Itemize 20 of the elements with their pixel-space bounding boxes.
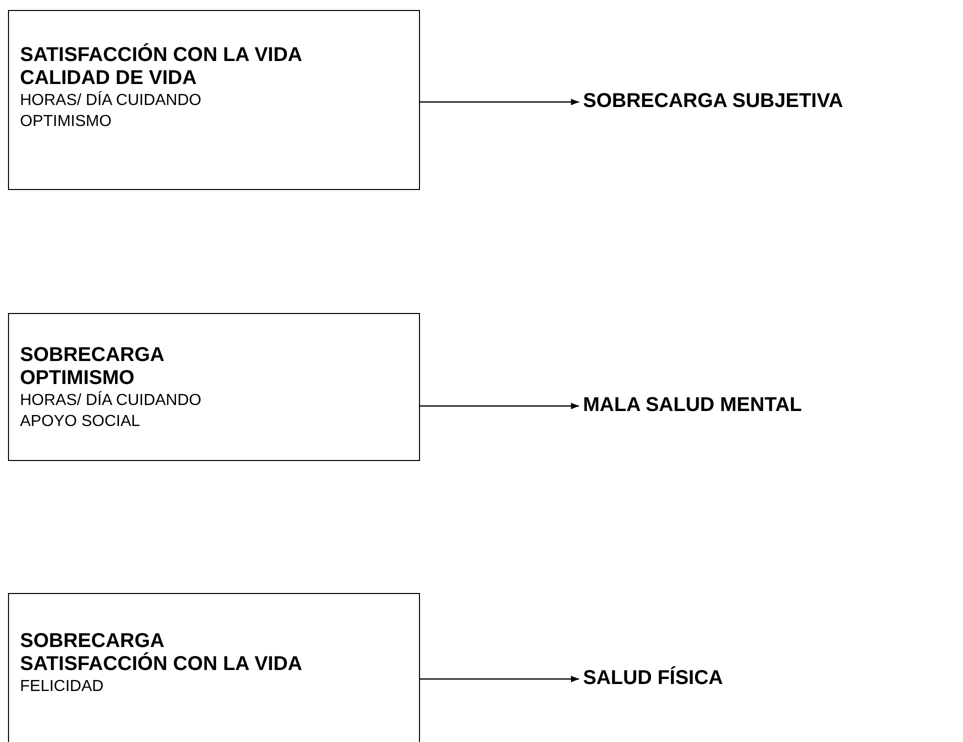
factor-box	[8, 593, 420, 742]
arrow	[420, 98, 579, 106]
predictor-text: HORAS/ DÍA CUIDANDO	[20, 390, 202, 411]
arrow	[420, 676, 579, 682]
predictor-text: HORAS/ DÍA CUIDANDO	[20, 90, 202, 111]
predictor-heading: SOBRECARGA	[20, 630, 166, 652]
predictor-heading: OPTIMISMO	[20, 367, 136, 390]
predictor-heading: SATISFACCIÓN CON LA VIDA	[20, 44, 304, 67]
factor-box	[8, 10, 420, 190]
factor-box	[8, 313, 420, 461]
predictor-text: APOYO SOCIAL	[20, 412, 142, 432]
predictor-text: OPTIMISMO	[20, 112, 113, 132]
outcome-label: SOBRECARGA SUBJETIVA	[583, 89, 953, 115]
predictor-heading: SOBRECARGA	[20, 344, 166, 367]
predictor-heading: CALIDAD DE VIDA	[20, 67, 198, 90]
predictor-heading: SATISFACCIÓN CON LA VIDA	[20, 653, 304, 676]
outcome-label: SALUD FÍSICA	[583, 666, 953, 692]
predictor-text: FELICIDAD	[20, 677, 105, 697]
arrow	[420, 402, 579, 410]
outcome-label: MALA SALUD MENTAL	[583, 393, 953, 419]
